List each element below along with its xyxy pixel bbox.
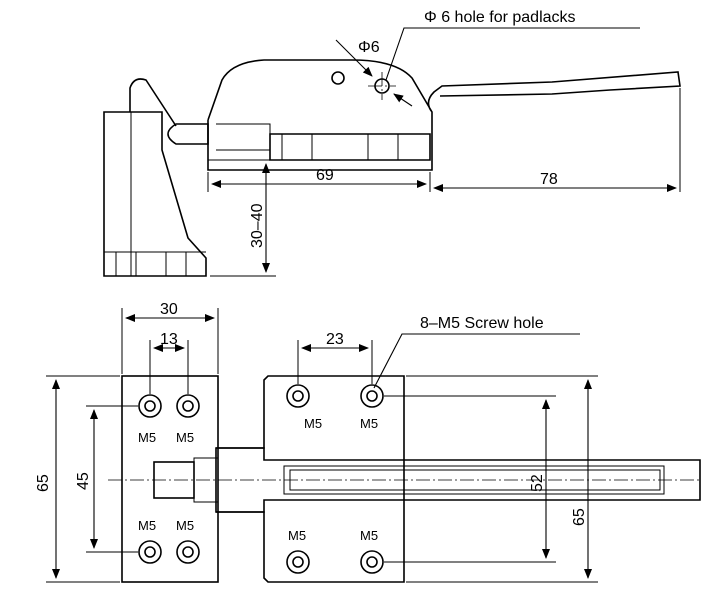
plunger-post [129,78,177,127]
padlock-hole-label: Φ 6 hole for padlacks [424,9,576,26]
top-view: M5 M5 M5 M5 M5 M5 M5 M5 8–M5 Screw hole … [35,301,701,583]
plunger-rod [167,123,209,145]
left-base-plate [121,375,219,583]
dim-78: 78 [540,171,558,188]
padlock-leader [385,27,640,81]
screw-hole-label: 8–M5 Screw hole [420,315,544,332]
dim-45: 45 [75,472,92,490]
m5-label-3: M5 [138,518,156,533]
m5-label-5: M5 [304,416,322,431]
dim-23: 23 [326,331,344,348]
pivot-hole [331,71,345,85]
m5-label-1: M5 [138,430,156,445]
m5-label-4: M5 [176,518,194,533]
m5-label-6: M5 [360,416,378,431]
m5-label-8: M5 [360,528,378,543]
side-base-block [103,111,207,277]
dim-30-40: 30–40 [249,203,266,248]
hole-diameter-label: Φ6 [358,39,380,56]
m5-label-2: M5 [176,430,194,445]
dim-65-right: 65 [571,508,588,526]
dim-13: 13 [160,331,178,348]
dim-69: 69 [316,167,334,184]
screw-hole-leader [373,333,580,389]
side-view: Φ 6 hole for padlacks Φ6 69 78 30–40 [103,9,681,277]
screw-holes [138,384,384,574]
m5-label-7: M5 [288,528,306,543]
dim-52: 52 [529,474,546,492]
clamp-body [207,59,681,171]
dim-65-left: 65 [35,474,52,492]
dim-30: 30 [160,301,178,318]
base-plate-side [269,133,431,161]
